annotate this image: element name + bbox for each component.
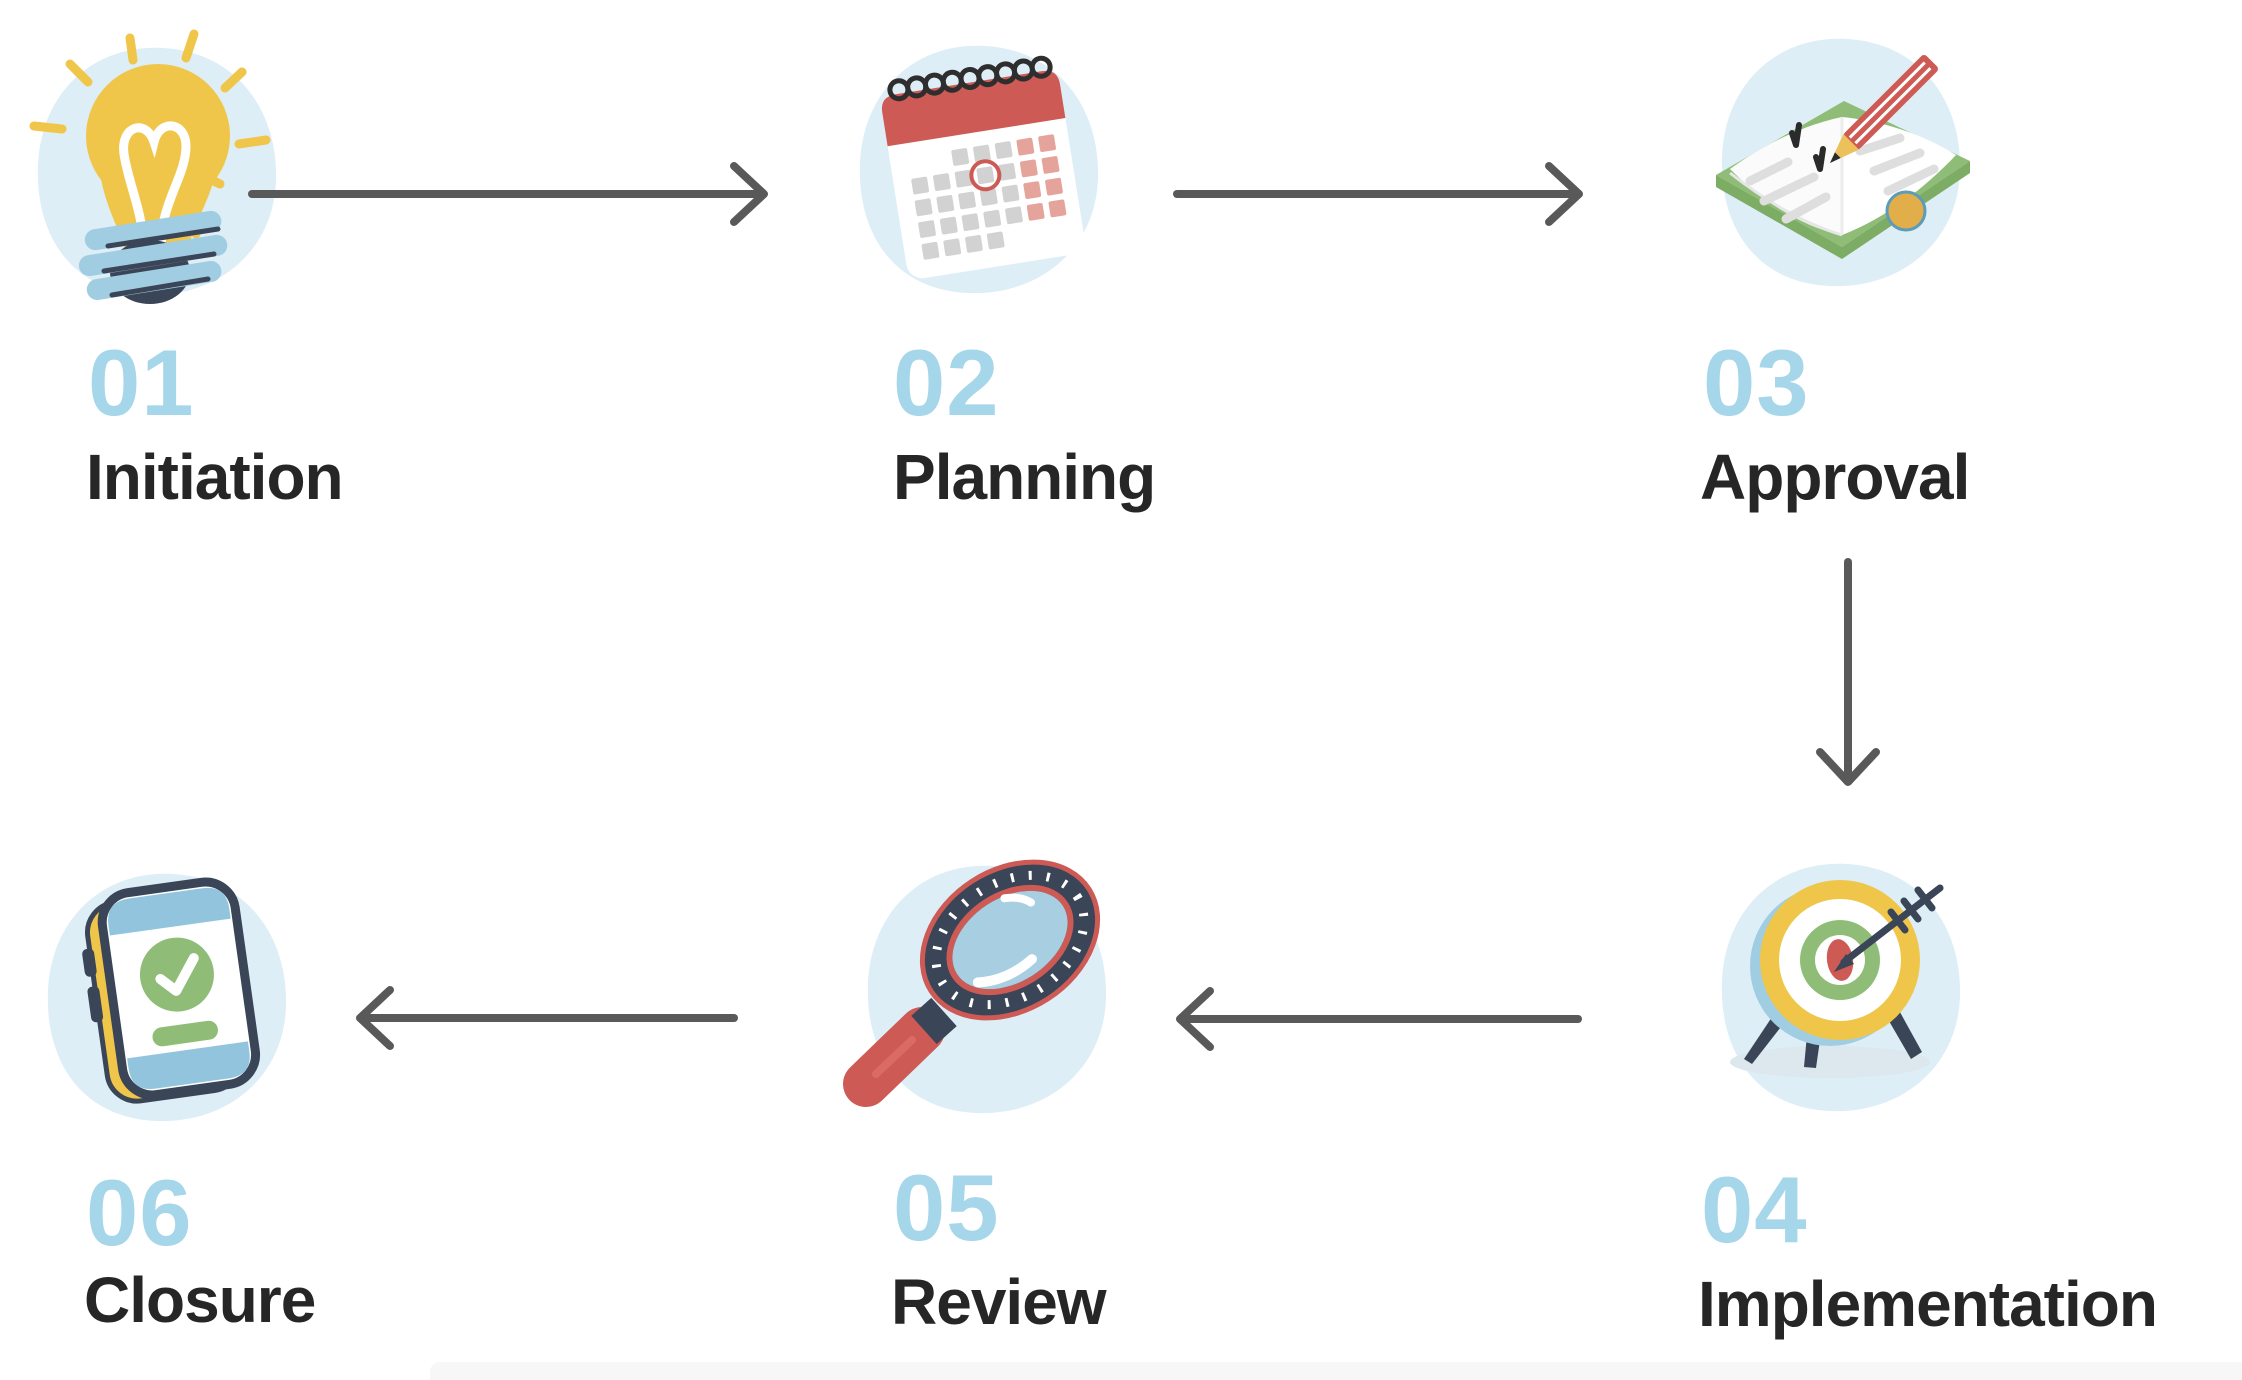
open-book-pencil-icon [1692,5,1992,305]
step-number: 03 [1703,330,1810,435]
lightbulb-idea-icon [8,14,308,314]
arrow-03-to-04 [1816,558,1880,786]
step-label: Closure [84,1264,316,1336]
calendar-icon [830,12,1130,312]
phone-check-icon [47,873,287,1122]
phone-check-icon [18,840,318,1140]
step-label: Initiation [86,441,344,513]
background-strip [430,1362,2242,1380]
step-label: Planning [893,441,1156,513]
arrow-05-to-06 [356,986,738,1050]
step-number: 05 [893,1155,1000,1260]
target-arrow-icon [1692,830,1992,1130]
step-number: 02 [893,330,1000,435]
arrow-01-to-02 [248,162,768,226]
open-book-pencil-icon [1716,38,1970,287]
step-number: 01 [88,330,195,435]
magnifying-glass-icon [843,859,1107,1114]
step-number: 04 [1701,1157,1808,1262]
target-arrow-icon [1721,863,1961,1112]
arrow-04-to-05 [1176,987,1582,1051]
arrow-02-to-03 [1173,162,1583,226]
magnifying-glass-icon [838,832,1138,1132]
step-number: 06 [86,1160,193,1265]
step-label: Implementation [1698,1268,2158,1340]
step-label: Approval [1700,441,1970,513]
calendar-icon [859,45,1099,294]
lightbulb-idea-icon [29,29,277,304]
step-label: Review [891,1266,1107,1338]
